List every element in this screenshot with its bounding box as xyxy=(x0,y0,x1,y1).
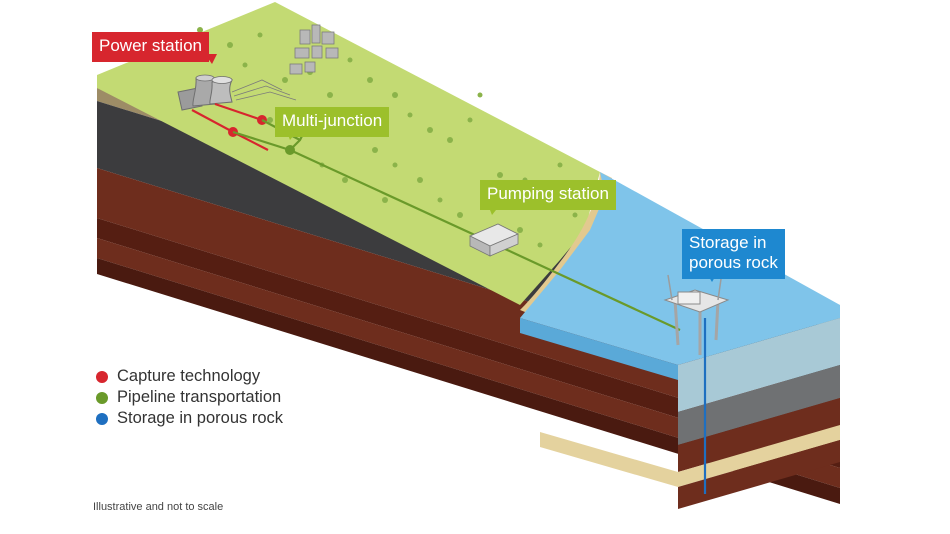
power-station-icon xyxy=(177,74,233,111)
storage-label-line1: Storage in xyxy=(689,233,767,252)
legend-item-pipeline: Pipeline transportation xyxy=(96,387,283,408)
red-dot-icon xyxy=(96,370,108,383)
pumping-station-label: Pumping station xyxy=(480,180,616,210)
storage-label: Storage in porous rock xyxy=(682,229,785,279)
pumping-station-icon xyxy=(469,223,519,257)
legend: Capture technology Pipeline transportati… xyxy=(96,366,283,429)
storage-label-line2: porous rock xyxy=(689,253,778,272)
ground-strata-right-face xyxy=(540,318,840,509)
legend-label: Capture technology xyxy=(117,367,261,385)
sea-surface xyxy=(520,172,840,365)
power-lines xyxy=(231,79,297,101)
legend-label: Pipeline transportation xyxy=(117,388,282,406)
legend-item-storage: Storage in porous rock xyxy=(96,408,283,429)
multi-junction-label: Multi-junction xyxy=(275,107,390,137)
green-dot-icon xyxy=(96,391,108,404)
power-station-label: Power station xyxy=(92,32,209,62)
legend-item-capture: Capture technology xyxy=(96,366,283,387)
offshore-platform-icon xyxy=(663,271,730,355)
footnote: Illustrative and not to scale xyxy=(93,501,224,513)
town-buildings xyxy=(289,24,339,75)
blue-dot-icon xyxy=(96,412,108,425)
legend-label: Storage in porous rock xyxy=(117,409,284,427)
